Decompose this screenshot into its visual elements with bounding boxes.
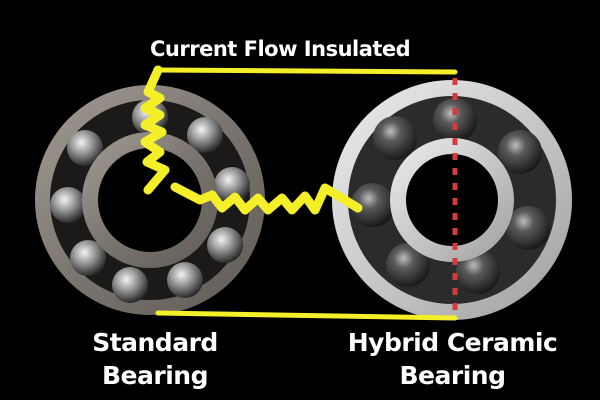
current-flow-path <box>140 65 458 321</box>
diagram-title: Current Flow Insulated <box>150 37 411 61</box>
standard-label-line2: Bearing <box>102 361 208 390</box>
top-current-line <box>155 67 458 75</box>
steel-balls <box>50 99 250 303</box>
vertical-zigzag <box>140 65 170 195</box>
hybrid-bearing-label: Hybrid Ceramic Bearing <box>345 326 560 392</box>
ceramic-balls <box>351 98 550 294</box>
hybrid-ceramic-bearing <box>332 80 572 320</box>
standard-bearing <box>35 85 265 315</box>
hybrid-label-line2: Bearing <box>399 361 506 390</box>
bottom-current-line <box>155 310 458 321</box>
hybrid-label-line1: Hybrid Ceramic <box>347 328 558 357</box>
horizontal-zigzag <box>170 182 363 215</box>
standard-bearing-label: Standard Bearing <box>60 326 250 392</box>
standard-label-line1: Standard <box>92 328 218 357</box>
